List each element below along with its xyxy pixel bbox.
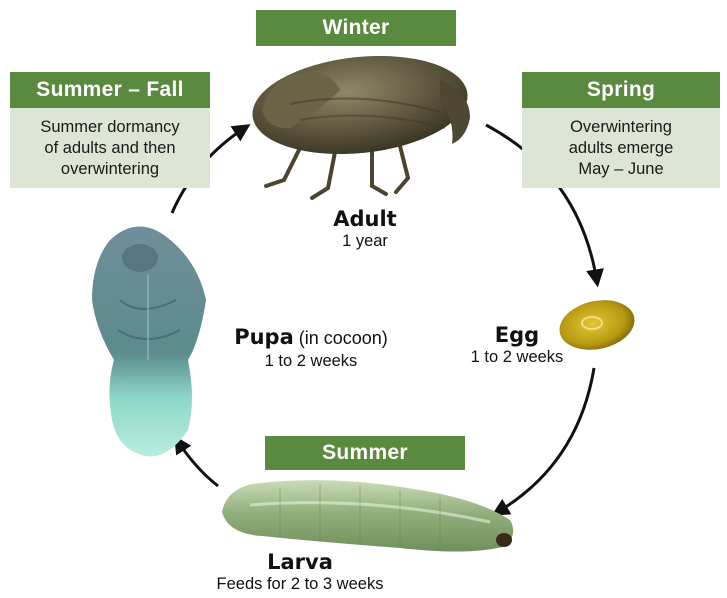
larva-stage-duration: Feeds for 2 to 3 weeks: [170, 573, 430, 595]
season-header-summer-fall: Summer – Fall: [10, 72, 210, 108]
pupa-stage-duration: 1 to 2 weeks: [206, 350, 416, 372]
pupa-label: Pupa (in cocoon) 1 to 2 weeks: [206, 326, 416, 372]
pupa-image: [92, 226, 206, 456]
adult-stage-duration: 1 year: [300, 230, 430, 252]
spring-note-line-2: adults emerge: [569, 138, 674, 159]
larva-stage-name: Larva: [170, 551, 430, 573]
egg-label: Egg 1 to 2 weeks: [452, 324, 582, 368]
adult-label: Adult 1 year: [300, 208, 430, 252]
adult-stage-name: Adult: [300, 208, 430, 230]
larva-image: [222, 480, 513, 551]
season-header-spring: Spring: [522, 72, 720, 108]
egg-stage-duration: 1 to 2 weeks: [452, 346, 582, 368]
summer-fall-note: Summer dormancy of adults and then overw…: [10, 108, 210, 188]
summer-fall-note-line-3: overwintering: [40, 159, 179, 180]
spring-note: Overwintering adults emerge May – June: [522, 108, 720, 188]
egg-stage-name: Egg: [452, 324, 582, 346]
pupa-stage-name: Pupa: [234, 325, 294, 349]
spring-note-line-1: Overwintering: [569, 117, 674, 138]
season-header-summer: Summer: [265, 436, 465, 470]
season-header-winter: Winter: [256, 10, 456, 46]
larva-label: Larva Feeds for 2 to 3 weeks: [170, 551, 430, 595]
summer-fall-note-line-2: of adults and then: [40, 138, 179, 159]
pupa-stage-qualifier: (in cocoon): [294, 328, 388, 348]
summer-fall-note-line-1: Summer dormancy: [40, 117, 179, 138]
adult-weevil-image: [248, 46, 473, 198]
arrow-egg-to-larva: [496, 368, 594, 513]
spring-note-line-3: May – June: [569, 159, 674, 180]
arrow-larva-to-pupa: [177, 440, 218, 486]
